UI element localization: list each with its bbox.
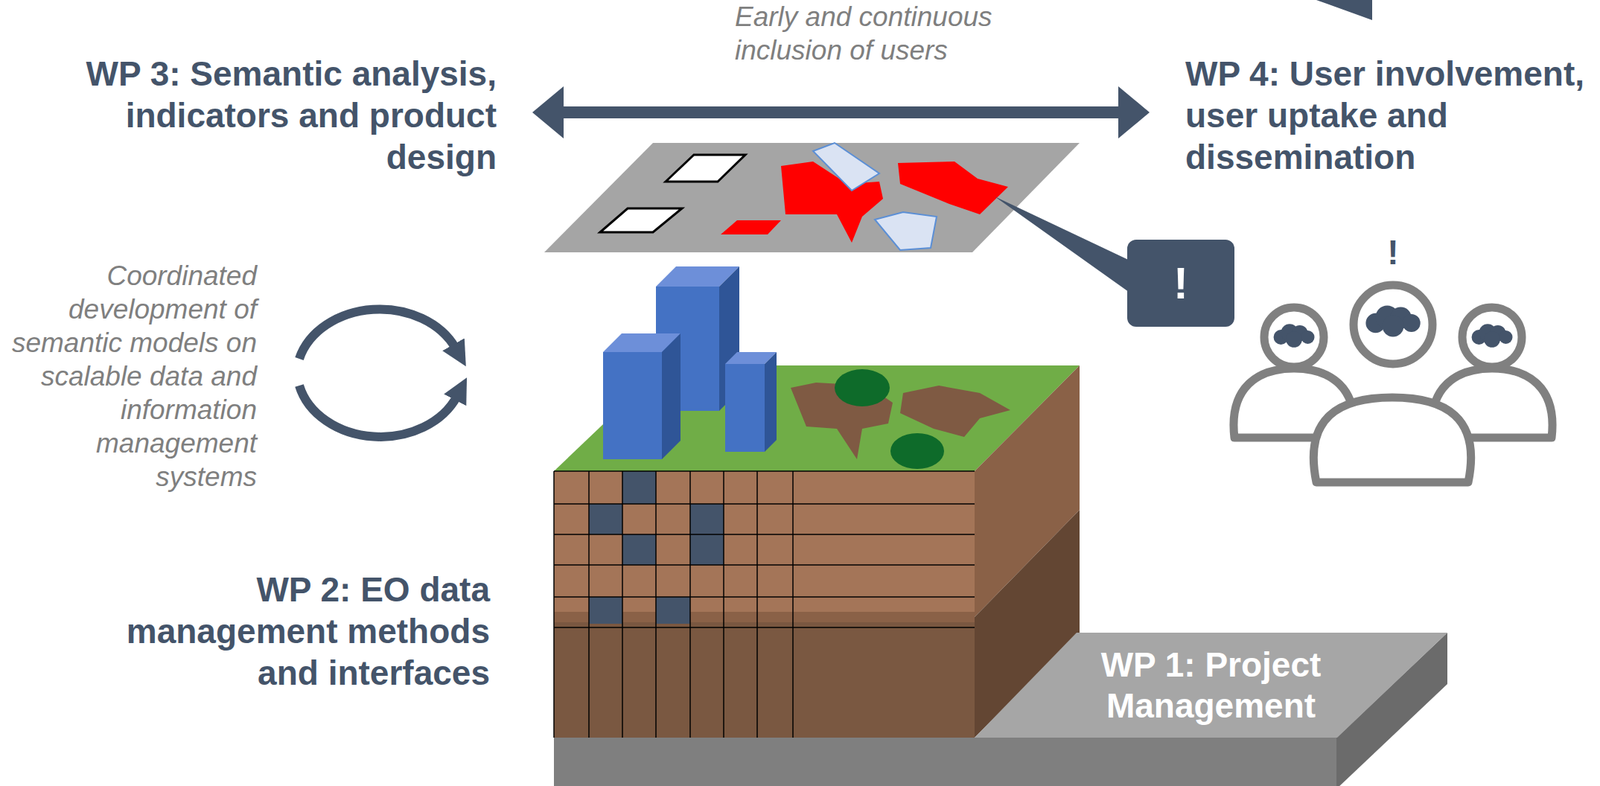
thought-cloud bbox=[1382, 315, 1405, 338]
work-package-label: WP 3: Semantic analysis, indicators and … bbox=[56, 52, 497, 178]
map-plane bbox=[720, 220, 782, 235]
note-text: Coordinated development of semantic mode… bbox=[5, 259, 257, 494]
data-cube-grid bbox=[553, 503, 975, 505]
data-cube-grid bbox=[553, 596, 975, 598]
thought-cloud bbox=[1483, 331, 1501, 348]
land-cover-patch bbox=[900, 385, 1011, 438]
data-cube-grid bbox=[722, 471, 725, 738]
land-cover-patch bbox=[834, 369, 890, 407]
callout-pointer bbox=[994, 196, 1140, 300]
data-cube-grid bbox=[553, 471, 555, 738]
work-package-title: WP 4: User involvement, user uptake and … bbox=[1185, 52, 1600, 178]
edge-label: Early and continuous inclusion of users bbox=[734, 0, 1003, 68]
thought-cloud bbox=[1365, 305, 1420, 337]
thought-cloud bbox=[1301, 330, 1315, 344]
data-cube-grid bbox=[553, 564, 975, 566]
callout-mark: ! bbox=[1173, 259, 1189, 309]
callout-pointer bbox=[994, 196, 1140, 300]
cycle-arrows bbox=[299, 385, 458, 438]
building bbox=[603, 352, 662, 460]
data-cube-grid bbox=[588, 471, 590, 738]
work-package-label: WP 2: EO data management methods and int… bbox=[102, 568, 490, 694]
data-cube-grid bbox=[588, 504, 623, 535]
building bbox=[603, 266, 777, 460]
cycle-arrows bbox=[299, 308, 458, 437]
data-cube-grid bbox=[756, 471, 758, 738]
map-plane bbox=[665, 154, 746, 182]
work-package-title: WP 3: Semantic analysis, indicators and … bbox=[56, 52, 497, 178]
earth-cube bbox=[553, 617, 975, 738]
base-slab bbox=[553, 737, 1337, 786]
user-group-icon bbox=[1313, 397, 1471, 483]
land-cover-patch bbox=[790, 369, 1011, 470]
thought-cloud bbox=[1402, 314, 1421, 333]
map-plane bbox=[544, 142, 1080, 253]
thought-cloud bbox=[1471, 323, 1513, 348]
corner-arrow bbox=[1316, 0, 1373, 21]
data-cube-grid bbox=[553, 471, 975, 738]
user-group-icon bbox=[1462, 307, 1522, 368]
map-plane bbox=[544, 142, 1080, 253]
earth-cube bbox=[553, 471, 975, 618]
callout-box: ! bbox=[1127, 239, 1235, 327]
thought-cloud bbox=[1499, 330, 1513, 344]
thought-cloud bbox=[1273, 323, 1315, 348]
cycle-arrows bbox=[299, 308, 456, 359]
data-cube-grid bbox=[792, 471, 794, 738]
building bbox=[661, 333, 681, 460]
user-group-icon bbox=[1264, 307, 1324, 368]
map-plane bbox=[874, 212, 937, 251]
data-cube-grid bbox=[553, 626, 975, 629]
data-cube-grid bbox=[622, 471, 656, 505]
work-package-label: WP 1: Project Management bbox=[1088, 644, 1335, 727]
thought-cloud bbox=[1285, 331, 1303, 348]
data-cube-grid bbox=[588, 597, 623, 624]
alert-mark: ! bbox=[1370, 233, 1416, 272]
data-cube-grid bbox=[621, 471, 624, 738]
building bbox=[764, 352, 777, 452]
slab-face bbox=[974, 632, 1448, 738]
work-package-label: WP 4: User involvement, user uptake and … bbox=[1185, 52, 1600, 178]
data-cube-grid bbox=[553, 470, 975, 473]
map-plane bbox=[600, 208, 682, 233]
data-cube-grid bbox=[655, 471, 657, 738]
data-cube-grid bbox=[655, 597, 691, 624]
base-slab-top: WP 1: Project Management bbox=[974, 632, 1448, 738]
map-plane bbox=[897, 161, 1009, 215]
data-cube-grid bbox=[622, 534, 656, 566]
corner-arrow bbox=[1316, 0, 1373, 21]
double-arrow bbox=[562, 106, 1120, 119]
thought-cloud bbox=[1273, 305, 1513, 347]
user-group-icon bbox=[1233, 285, 1553, 483]
building bbox=[725, 364, 765, 452]
data-cube-grid bbox=[553, 533, 975, 536]
data-cube-grid bbox=[689, 471, 691, 738]
land-cover-patch bbox=[890, 433, 945, 470]
map-plane bbox=[813, 142, 880, 191]
user-group-icon bbox=[1353, 285, 1433, 365]
